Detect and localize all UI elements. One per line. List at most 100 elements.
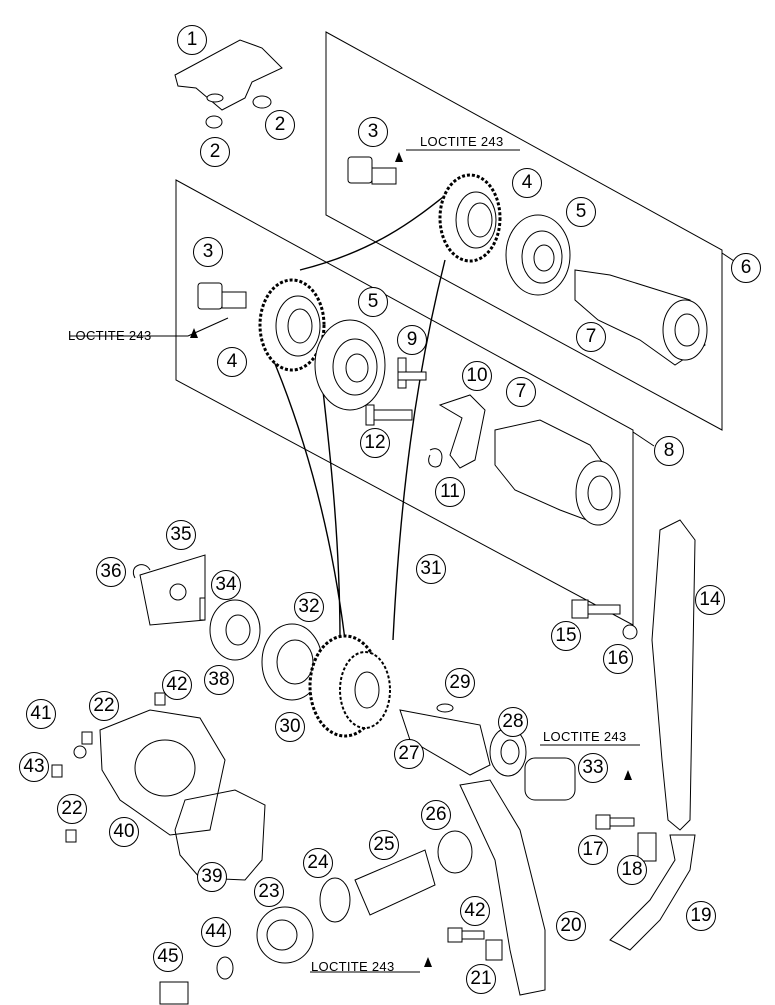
chain-tensioner-20 <box>459 779 546 996</box>
callout-7b: 7 <box>506 377 536 407</box>
water-pump-cover <box>99 709 226 836</box>
bolts-left <box>51 692 166 843</box>
callout-4a: 4 <box>512 168 542 198</box>
callout-23: 23 <box>254 877 284 907</box>
bolt-17 <box>595 814 635 830</box>
loctite-label-bottom: LOCTITE 243 <box>311 959 395 974</box>
callout-44: 44 <box>201 917 231 947</box>
callout-8: 8 <box>654 436 684 466</box>
bolt-lower <box>197 282 247 310</box>
callout-32: 32 <box>294 592 324 622</box>
shaft-12 <box>365 404 413 426</box>
seal-38 <box>209 599 261 661</box>
loctite-label-left: LOCTITE 243 <box>68 328 152 343</box>
callout-28: 28 <box>498 707 528 737</box>
callout-3a: 3 <box>358 117 388 147</box>
bolt-42-lower <box>447 927 485 943</box>
circlip-36 <box>132 564 151 579</box>
pin-34 <box>199 597 206 621</box>
bearing-lower <box>314 319 386 411</box>
bearing-33 <box>524 757 576 801</box>
callout-14: 14 <box>695 585 725 615</box>
callout-3b: 3 <box>193 237 223 267</box>
bolt-15 <box>571 599 621 619</box>
callout-10: 10 <box>462 361 492 391</box>
callout-33: 33 <box>578 753 608 783</box>
bearing-32 <box>261 623 323 701</box>
callout-12: 12 <box>360 428 390 458</box>
callout-5b: 5 <box>358 287 388 317</box>
callout-31: 31 <box>416 554 446 584</box>
callout-35: 35 <box>166 520 196 550</box>
chain-guide-14 <box>651 519 696 831</box>
callout-29: 29 <box>445 668 475 698</box>
plug-23 <box>256 906 314 964</box>
callout-22a: 22 <box>89 691 119 721</box>
shaft-27 <box>399 709 491 776</box>
callout-42a: 42 <box>162 670 192 700</box>
washer-28 <box>489 727 527 777</box>
key-29 <box>436 703 454 713</box>
camshaft-upper <box>574 269 708 366</box>
callout-22b: 22 <box>57 794 87 824</box>
washer-44 <box>216 956 234 980</box>
callout-41: 41 <box>26 699 56 729</box>
callout-17: 17 <box>578 835 608 865</box>
callout-42b: 42 <box>460 896 490 926</box>
callout-2b: 2 <box>200 137 230 167</box>
piston-25 <box>354 849 436 916</box>
callout-20: 20 <box>556 911 586 941</box>
bolt-upper <box>347 156 397 185</box>
callout-36: 36 <box>96 557 126 587</box>
callout-1: 1 <box>177 25 207 55</box>
oring-26 <box>437 830 473 874</box>
impeller <box>139 554 206 626</box>
callout-34: 34 <box>211 570 241 600</box>
callout-6: 6 <box>731 253 761 283</box>
bushing-21 <box>485 939 503 961</box>
callout-25: 25 <box>369 830 399 860</box>
bearing-upper <box>505 214 571 296</box>
chain-tensioner-19 <box>609 834 696 951</box>
callout-19: 19 <box>686 901 716 931</box>
timing-chain <box>264 189 453 641</box>
callout-30: 30 <box>275 712 305 742</box>
bolt-45 <box>159 981 189 1005</box>
callout-24: 24 <box>303 848 333 878</box>
callout-38: 38 <box>204 665 234 695</box>
loctite-label-upper: LOCTITE 243 <box>420 134 504 149</box>
callout-21: 21 <box>466 964 496 994</box>
loctite-label-right: LOCTITE 243 <box>543 729 627 744</box>
oring-24 <box>319 877 351 923</box>
cover-part <box>174 39 283 111</box>
washer-16 <box>622 624 638 640</box>
gasket-39 <box>174 789 266 881</box>
callout-45: 45 <box>153 942 183 972</box>
callout-27: 27 <box>394 739 424 769</box>
callout-43: 43 <box>19 752 49 782</box>
callout-9: 9 <box>397 325 427 355</box>
camshaft-lower <box>494 419 621 526</box>
plugs <box>205 95 272 129</box>
callout-16: 16 <box>603 644 633 674</box>
gear-lower <box>258 278 326 372</box>
callout-18: 18 <box>617 855 647 885</box>
pin-9 <box>397 357 427 389</box>
frame-set-8 <box>175 179 634 626</box>
spring-11 <box>428 448 443 468</box>
callout-15: 15 <box>551 621 581 651</box>
callout-4b: 4 <box>217 347 247 377</box>
gear-30 <box>308 634 391 738</box>
callout-26: 26 <box>421 800 451 830</box>
decompressor-lever <box>438 394 486 469</box>
callout-7a: 7 <box>576 322 606 352</box>
frame-set-6 <box>325 31 723 431</box>
callout-2a: 2 <box>265 110 295 140</box>
callout-40: 40 <box>109 817 139 847</box>
gear-upper <box>438 173 502 263</box>
callout-5a: 5 <box>566 197 596 227</box>
callout-39: 39 <box>197 862 227 892</box>
bushing-18 <box>637 832 657 862</box>
callout-11: 11 <box>435 477 465 507</box>
